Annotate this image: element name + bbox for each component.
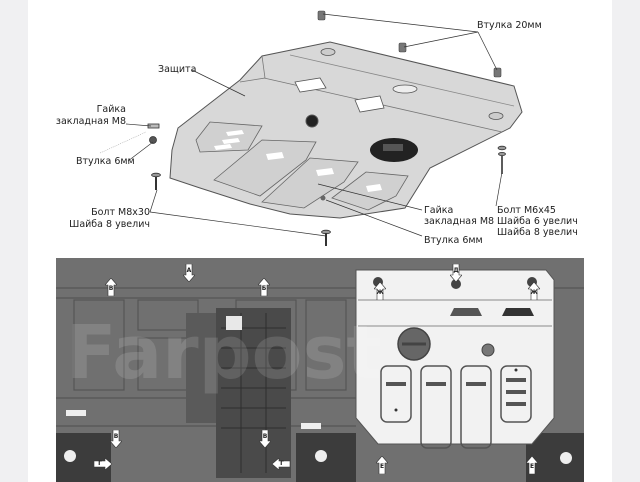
marker-zh-left: Ж [374, 282, 386, 300]
label-washer-8-left: Шайба 8 увелич [69, 219, 150, 230]
leader-lines [125, 13, 503, 237]
label-bushing-6mm-right: Втулка 6мм [424, 235, 483, 246]
label-nut-m8-right-line1: Гайка [424, 205, 454, 216]
marker-e-left: Е [376, 456, 388, 474]
marker-g-left: Г [94, 458, 112, 470]
label-bolt-m8x30: Болт М8х30 [91, 207, 150, 218]
transmission [186, 308, 291, 478]
installed-skid-plate [355, 269, 555, 449]
exploded-diagram: Втулка 20мм Защита Гайка закладная М8 Вт… [55, 10, 578, 246]
label-washer-8-right: Шайба 8 увелич [497, 227, 578, 238]
label-nut-m8-left-line2: закладная М8 [55, 116, 126, 127]
skid-plate [169, 41, 523, 219]
bushing-20mm-parts [317, 10, 502, 78]
marker-g-right: Г [272, 458, 290, 470]
marker-e-right: Е [526, 456, 538, 474]
marker-v-top-left: В [105, 278, 117, 296]
watermark-text: Farpost [66, 310, 382, 396]
label-nut-m8-left-line1: Гайка [96, 104, 126, 115]
underbody-photo: Farpost В А Б Ж Д Ж В Г В Г Е [56, 258, 584, 482]
marker-d: Д [450, 264, 462, 282]
marker-a: А [183, 264, 195, 282]
label-bushing-20mm: Втулка 20мм [477, 20, 542, 31]
label-washer-6: Шайба 6 увелич [497, 216, 578, 227]
marker-v-bottom-right: В [259, 430, 271, 448]
marker-zh-right: Ж [528, 282, 540, 300]
label-bolt-m6x45: Болт М6х45 [497, 205, 556, 216]
label-nut-m8-right-line2: закладная М8 [424, 216, 495, 227]
label-bushing-6mm-left: Втулка 6мм [76, 156, 135, 167]
marker-v-bottom-left: В [110, 430, 122, 448]
marker-b: Б [258, 278, 270, 296]
left-hardware [99, 123, 507, 246]
underbody-drawing: Farpost [56, 258, 584, 482]
label-shield: Защита [158, 64, 197, 75]
diagram-drawing [99, 10, 523, 246]
